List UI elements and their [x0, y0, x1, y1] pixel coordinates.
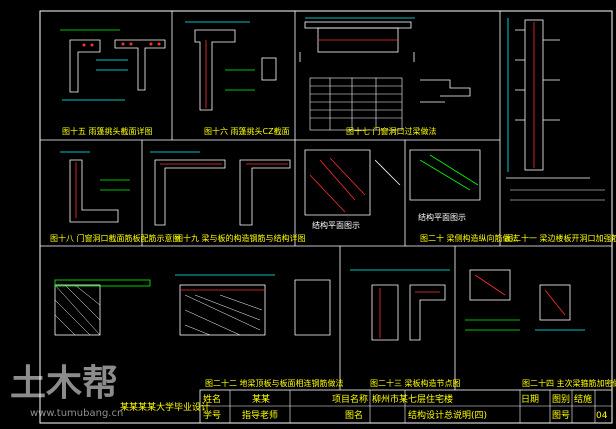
caption-fig18: 图十八 门窗洞口截面筋板配筋示意图 [50, 233, 181, 243]
detail-fig16: 图十六 雨篷挑头CZ截面 [185, 21, 290, 136]
chart-value: 结施 [574, 393, 592, 405]
detail-fig22: 图二十二 地梁顶板与板面相连钢筋做法 [54, 274, 344, 388]
detail-fig18: 图十八 门窗洞口截面筋板配筋示意图 [50, 151, 181, 243]
detail-fig23: 图二十三 梁板构造节点图 [350, 269, 461, 388]
watermark: 土木帮 www.tumubang.cn [10, 363, 123, 419]
watermark-brand: 土木帮 [10, 363, 118, 404]
school-line: 某某某某大学毕业设计 [120, 401, 210, 413]
drawing-value: 结构设计总说明(四) [408, 409, 487, 421]
detail-column-section [506, 18, 590, 179]
caption-fig24: 图二十四 主次梁箍筋加密做法 [522, 378, 616, 388]
name-label: 姓名 [203, 393, 221, 405]
chart-label: 图别 [552, 394, 570, 405]
detail-fig19: 图十九 梁与板的构造钢筋与结构详图 [150, 151, 306, 243]
project-label: 项目名称 [332, 393, 368, 405]
detail-plan-diagrams: 结构平面图示 结构平面图示 图二十 梁侧构造纵向筋做法 [304, 149, 519, 243]
date-label: 日期 [521, 394, 539, 405]
caption-fig19a: 结构平面图示 [312, 220, 360, 230]
num-label: 图号 [552, 410, 570, 421]
num-value: 04 [596, 411, 608, 421]
sheet-frame [39, 10, 613, 424]
caption-fig16: 图十六 雨篷挑头CZ截面 [204, 126, 290, 136]
caption-fig21: 图二十一 梁边楼板开洞口加强筋 [505, 233, 616, 243]
caption-fig20: 图二十 梁侧构造纵向筋做法 [420, 233, 519, 243]
detail-fig15: 图十五 雨篷挑头截面详图 [60, 29, 166, 136]
caption-fig19b: 结构平面图示 [418, 212, 466, 222]
project-value: 柳州市某七层住宅楼 [372, 393, 453, 405]
caption-fig23: 图二十三 梁板构造节点图 [370, 378, 461, 388]
id-label: 学号 [203, 409, 221, 421]
caption-fig19: 图十九 梁与板的构造钢筋与结构详图 [175, 233, 306, 243]
watermark-url: www.tumubang.cn [30, 408, 123, 419]
detail-fig21: 图二十一 梁边楼板开洞口加强筋 [505, 189, 616, 243]
drawing-label: 图名 [345, 409, 363, 421]
id-value: 指导老师 [242, 409, 278, 421]
caption-fig17: 图十七 门窗洞口过梁做法 [346, 126, 437, 136]
lintel-table [309, 77, 403, 131]
title-block: 某某某某大学毕业设计 姓名 某某 学号 指导老师 项目名称 柳州市某七层住宅楼 … [120, 389, 613, 424]
name-value: 某某 [252, 394, 270, 405]
caption-fig15: 图十五 雨篷挑头截面详图 [62, 126, 153, 136]
detail-fig24: 图二十四 主次梁箍筋加密做法 [465, 269, 616, 388]
panel-grid [40, 11, 612, 390]
detail-fig17: 图十七 门窗洞口过梁做法 [299, 17, 471, 136]
caption-fig22: 图二十二 地梁顶板与板面相连钢筋做法 [205, 378, 344, 388]
